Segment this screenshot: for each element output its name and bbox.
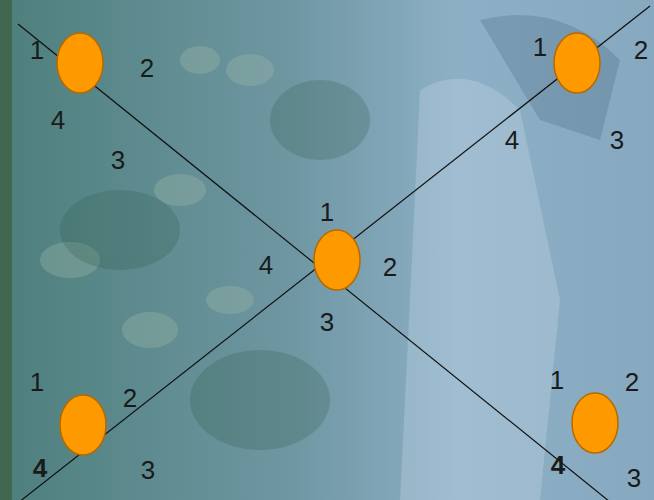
callout-number: 3 [111,147,125,173]
callout-number: 1 [30,37,44,63]
callout-number: 2 [123,385,137,411]
callout-number: 4 [51,107,65,133]
callout-number: 1 [30,369,44,395]
callout-number: 2 [634,37,648,63]
callout-number: 4 [259,252,273,278]
callout-number: 2 [383,254,397,280]
callout-number: 2 [140,55,154,81]
callout-number: 1 [550,367,564,393]
callout-number: 2 [625,369,639,395]
callout-number: 1 [320,199,334,225]
callout-number: 1 [533,34,547,60]
callout-number: 4 [551,452,565,478]
callout-number: 3 [627,465,641,491]
callout-number: 3 [320,309,334,335]
callout-number: 4 [505,127,519,153]
callout-number: 3 [610,127,624,153]
callout-number: 3 [141,457,155,483]
callout-number: 4 [33,455,47,481]
